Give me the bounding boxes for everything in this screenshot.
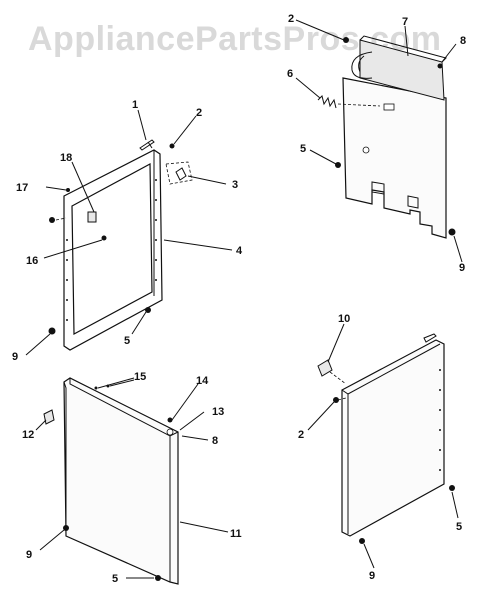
callout-16: 16 bbox=[26, 255, 38, 267]
callout-4: 4 bbox=[236, 245, 243, 257]
callout-2: 2 bbox=[298, 429, 304, 441]
callout-2: 2 bbox=[196, 107, 202, 119]
bracket-part bbox=[43, 409, 55, 425]
callout-12: 12 bbox=[22, 429, 34, 441]
callout-17: 17 bbox=[16, 182, 28, 194]
callout-2: 2 bbox=[288, 13, 294, 25]
callout-9: 9 bbox=[12, 351, 18, 363]
screw-part bbox=[49, 217, 55, 223]
side-panel-left-assembly bbox=[43, 377, 179, 585]
screw-part bbox=[448, 228, 456, 236]
side-panel-right-assembly bbox=[317, 333, 455, 544]
callout-9: 9 bbox=[369, 570, 375, 582]
wire-harness bbox=[351, 51, 373, 79]
screw-part bbox=[167, 417, 173, 423]
panel-hole bbox=[362, 146, 370, 154]
callout-3: 3 bbox=[232, 179, 238, 191]
frame-outer bbox=[63, 149, 163, 351]
callout-8: 8 bbox=[460, 35, 466, 47]
side-panel bbox=[341, 339, 445, 537]
screw-part bbox=[48, 327, 56, 335]
screw-part bbox=[359, 538, 365, 544]
callout-5: 5 bbox=[124, 335, 130, 347]
screw-part bbox=[145, 307, 151, 313]
callout-11: 11 bbox=[230, 528, 242, 540]
screw-part bbox=[155, 575, 161, 581]
back-panel-assembly bbox=[317, 35, 456, 239]
callout-10: 10 bbox=[338, 313, 350, 325]
front-frame-assembly bbox=[48, 139, 193, 351]
callout-9: 9 bbox=[459, 262, 465, 274]
callout-5: 5 bbox=[112, 573, 118, 585]
bracket-part bbox=[87, 211, 97, 223]
frame-inner bbox=[71, 163, 153, 335]
callout-9: 9 bbox=[26, 549, 32, 561]
strip-part bbox=[139, 139, 155, 151]
screw-part bbox=[63, 525, 69, 531]
back-panel bbox=[342, 77, 447, 239]
screw-part bbox=[449, 485, 455, 491]
screw-part bbox=[343, 37, 349, 43]
side-panel bbox=[63, 377, 179, 585]
screw-part bbox=[437, 63, 443, 69]
callout-6: 6 bbox=[287, 68, 293, 80]
panel-slot bbox=[383, 103, 395, 111]
callout-1: 1 bbox=[132, 99, 138, 111]
callout-5: 5 bbox=[456, 521, 462, 533]
callout-8: 8 bbox=[212, 435, 218, 447]
bracket-part bbox=[317, 359, 333, 377]
top-bracket bbox=[359, 39, 445, 101]
clip-part bbox=[175, 167, 187, 181]
callout-18: 18 bbox=[60, 152, 72, 164]
strip-part bbox=[423, 333, 437, 343]
screw-part bbox=[101, 235, 107, 241]
spring-part bbox=[317, 95, 337, 109]
callout-7: 7 bbox=[402, 16, 408, 28]
screw-part bbox=[335, 162, 341, 168]
callout-15: 15 bbox=[134, 371, 146, 383]
screw-part bbox=[333, 397, 339, 403]
callout-5: 5 bbox=[300, 143, 306, 155]
panel-cutout bbox=[371, 181, 385, 195]
callout-14: 14 bbox=[196, 375, 209, 387]
callout-13: 13 bbox=[212, 406, 224, 418]
